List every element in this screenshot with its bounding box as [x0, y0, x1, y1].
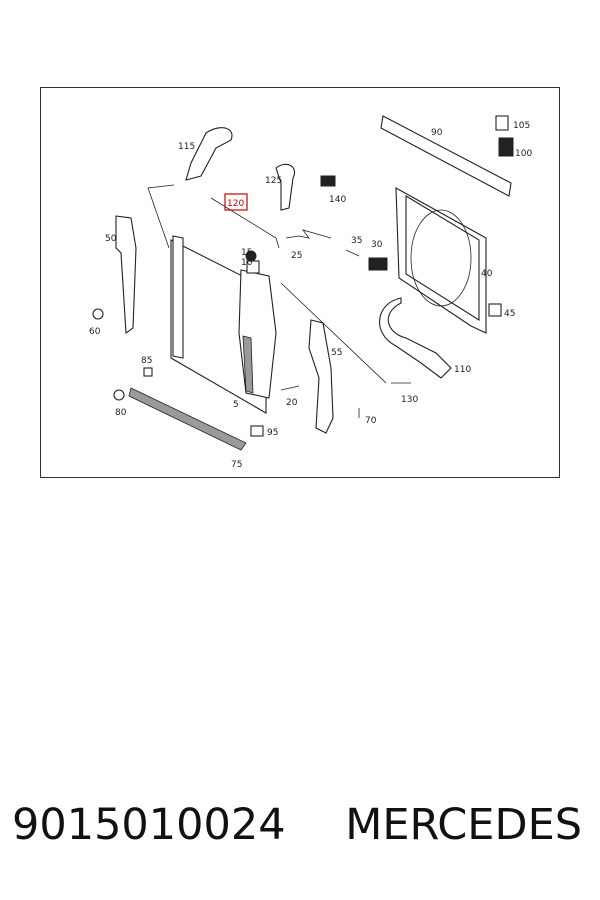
sensor-30 [368, 257, 388, 271]
bracket-55 [308, 319, 334, 434]
clip-85 [143, 367, 153, 377]
label-70: 70 [365, 416, 377, 426]
label-35: 35 [351, 236, 362, 246]
label-60: 60 [89, 327, 101, 337]
label-15: 15 [241, 248, 252, 258]
label-110: 110 [454, 365, 471, 375]
hose-115 [185, 127, 233, 181]
label-90: 90 [431, 128, 443, 138]
clip-95 [250, 425, 264, 437]
label-100: 100 [515, 149, 532, 159]
bolt-35 [345, 249, 360, 257]
clip-45 [488, 303, 502, 317]
panel-75 [128, 387, 247, 451]
pad-100 [498, 137, 514, 157]
label-20: 20 [286, 398, 298, 408]
label-50: 50 [105, 234, 117, 244]
label-140: 140 [329, 195, 346, 205]
label-130: 130 [401, 395, 418, 405]
diagram-drawing: 5 15 10 20 25 30 35 40 45 50 55 60 70 75… [89, 115, 532, 470]
hose-110 [379, 297, 452, 379]
bolt-20 [280, 385, 300, 391]
hose-125 [275, 163, 295, 211]
parts-diagram: 5 15 10 20 25 30 35 40 45 50 55 60 70 75… [40, 87, 560, 478]
label-55: 55 [331, 348, 342, 358]
clip-140 [320, 175, 336, 187]
leader-lines [147, 184, 411, 384]
label-25: 25 [291, 251, 302, 261]
labels: 5 15 10 20 25 30 35 40 45 50 55 60 70 75… [89, 121, 532, 470]
label-10: 10 [241, 258, 253, 268]
hose-120 [210, 197, 280, 249]
label-5: 5 [233, 400, 239, 410]
label-120: 120 [227, 199, 244, 209]
part-number: 9015010024 [12, 800, 286, 850]
label-105: 105 [513, 121, 530, 131]
brand-name: MERCEDES [345, 800, 583, 850]
label-40: 40 [481, 269, 493, 279]
label-85: 85 [141, 356, 152, 366]
clip-105 [495, 115, 509, 131]
label-30: 30 [371, 240, 383, 250]
label-80: 80 [115, 408, 127, 418]
cap-10 [245, 250, 257, 262]
highlight-box-120 [224, 193, 248, 211]
label-45: 45 [504, 309, 515, 319]
label-115: 115 [178, 142, 195, 152]
label-75: 75 [231, 460, 242, 470]
footer: 9015010024 MERCEDES [12, 800, 592, 860]
rail-90 [380, 115, 512, 197]
bracket-50 [115, 215, 137, 335]
label-125: 125 [265, 176, 282, 186]
fan-shroud [395, 187, 487, 334]
label-95: 95 [267, 428, 278, 438]
bolt-60 [92, 308, 104, 320]
expansion-tank [238, 260, 277, 399]
bolt-80 [113, 389, 125, 401]
